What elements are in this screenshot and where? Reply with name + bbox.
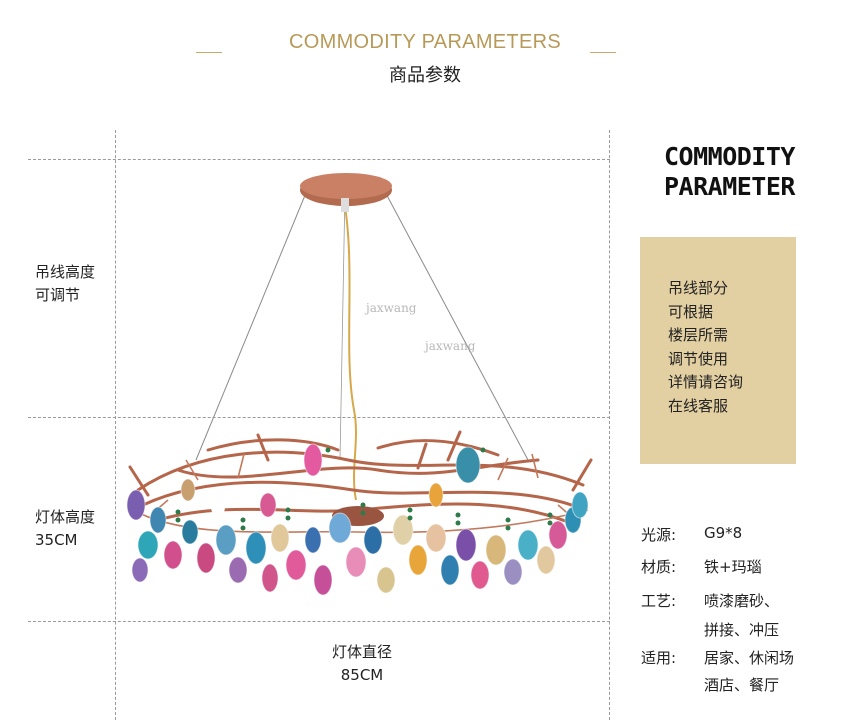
diameter-value: 85CM xyxy=(340,666,384,684)
diameter-text: 灯体直径 xyxy=(331,643,392,661)
spec-key: 材质: xyxy=(641,558,677,576)
spec-value: 拼接、冲压 xyxy=(704,621,780,639)
spec-value: 铁+玛瑙 xyxy=(704,558,762,576)
cable-height-label: 吊线高度 可调节 xyxy=(35,261,95,307)
cable-note-text: 吊线部分 可根据 楼层所需 调节使用 详情请咨询 在线客服 xyxy=(668,277,743,419)
diameter-label: 灯体直径 85CM xyxy=(322,641,402,687)
body-height-text: 灯体高度 xyxy=(35,508,96,526)
note-line: 楼层所需 xyxy=(668,326,729,345)
spec-value: 居家、休闲场 xyxy=(704,649,795,667)
spec-value: 喷漆磨砂、 xyxy=(704,592,780,610)
spec-value: G9*8 xyxy=(704,524,743,542)
parameter-title-line-2: PARAMETER xyxy=(664,172,795,201)
note-line: 调节使用 xyxy=(668,349,729,368)
parameter-title: COMMODITY PARAMETER xyxy=(664,142,834,202)
spec-key: 工艺: xyxy=(641,592,677,610)
bottom-guide-line xyxy=(28,621,610,622)
header-left-rule xyxy=(196,52,222,53)
note-line: 在线客服 xyxy=(668,396,729,415)
note-line: 详情请咨询 xyxy=(668,373,744,392)
cable-height-line-2: 可调节 xyxy=(35,286,81,304)
watermark-2: jaxwang xyxy=(425,339,476,353)
middle-guide-line xyxy=(28,417,610,418)
left-guide-line xyxy=(115,130,116,720)
note-line: 吊线部分 xyxy=(668,279,729,297)
top-guide-line xyxy=(28,159,610,160)
parameter-title-line-1: COMMODITY xyxy=(664,142,795,171)
watermark-1: jaxwang xyxy=(366,301,417,315)
chandelier-image xyxy=(126,173,593,596)
body-height-label: 灯体高度 35CM xyxy=(35,506,95,552)
spec-value: 酒店、餐厅 xyxy=(704,676,780,694)
right-guide-line xyxy=(609,130,610,720)
header-title-cn: 商品参数 xyxy=(389,65,461,86)
spec-key: 光源: xyxy=(641,526,677,544)
header-title-en: COMMODITY PARAMETERS xyxy=(289,31,561,53)
cable-height-line-1: 吊线高度 xyxy=(35,263,96,281)
spec-key: 适用: xyxy=(641,649,677,667)
cable-note-box: 吊线部分 可根据 楼层所需 调节使用 详情请咨询 在线客服 xyxy=(640,237,796,464)
header-right-rule xyxy=(590,52,616,53)
body-height-value: 35CM xyxy=(35,531,78,549)
note-line: 可根据 xyxy=(668,302,714,321)
